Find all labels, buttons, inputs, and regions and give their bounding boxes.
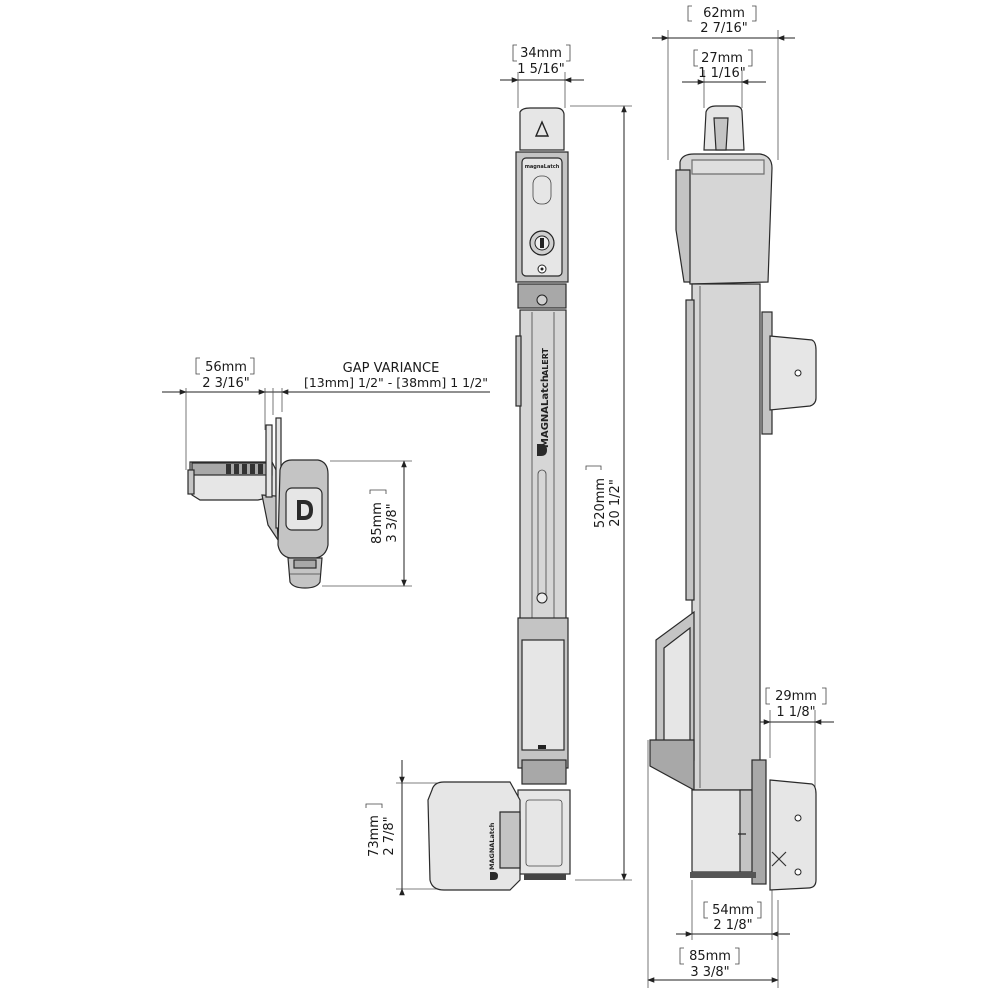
dim-overall-mm: 520mm xyxy=(593,478,608,528)
dim-bar-inch: 1 5/16" xyxy=(517,62,565,77)
dim-bar-mm: 34mm xyxy=(520,46,562,61)
catch-d-logo-icon xyxy=(490,872,498,880)
dim-top-outer-inch: 2 7/16" xyxy=(700,21,748,36)
dim-catch-height: 73mm 2 7/8" xyxy=(365,760,440,896)
dim-side-height: 85mm 3 3/8" xyxy=(322,460,412,587)
dim-gap-variance: GAP VARIANCE [13mm] 1/2" - [38mm] 1 1/2" xyxy=(272,361,490,415)
dim-side-width-inch: 2 3/16" xyxy=(202,376,250,391)
dim-side-width-mm: 56mm xyxy=(205,360,247,375)
side-view-latch xyxy=(187,417,329,589)
bar-d-logo-icon xyxy=(537,444,547,456)
front-view-bar: magnaLatch MAGNALatch ALERT xyxy=(427,107,571,891)
side-view-right xyxy=(649,105,817,891)
dim-top-inner-mm: 27mm xyxy=(701,51,743,66)
dim-side-height-mm: 85mm xyxy=(370,502,385,544)
dim-bottom-inch: 3 3/8" xyxy=(690,965,729,980)
dim-bracket-offset: 29mm 1 1/8" xyxy=(752,687,834,790)
dim-top-outer-mm: 62mm xyxy=(703,6,745,21)
key-lock-icon xyxy=(529,230,555,256)
dim-bottom-width: 85mm 3 3/8" xyxy=(647,740,779,988)
dim-catch-mm: 73mm xyxy=(367,815,382,857)
gap-variance-title: GAP VARIANCE xyxy=(343,361,440,376)
top-cap-brand: magnaLatch xyxy=(525,164,560,170)
dim-side-width: 56mm 2 3/16" xyxy=(162,357,282,470)
rail-teeth xyxy=(226,464,263,474)
up-arrow-icon xyxy=(534,120,550,137)
dim-top-outer-width: 62mm 2 7/16" xyxy=(652,5,795,160)
bar-brand-product: MAGNALatch xyxy=(540,375,551,448)
dim-bottom-mm: 85mm xyxy=(689,949,731,964)
dim-catch-inch: 2 7/8" xyxy=(382,816,397,855)
dim-bracket-inch: 1 1/8" xyxy=(776,705,815,720)
dim-base-inch: 2 1/8" xyxy=(713,918,752,933)
dim-base-mm: 54mm xyxy=(712,903,754,918)
d-logo-icon xyxy=(297,500,313,520)
dim-bar-width: 34mm 1 5/16" xyxy=(500,44,584,108)
dim-top-inner-inch: 1 1/16" xyxy=(698,66,746,81)
dim-top-inner-width: 27mm 1 1/16" xyxy=(682,49,766,108)
dim-bracket-mm: 29mm xyxy=(775,689,817,704)
bar-brand-variant: ALERT xyxy=(541,347,550,376)
dim-overall-inch: 20 1/2" xyxy=(608,479,623,527)
dim-side-height-inch: 3 3/8" xyxy=(385,503,400,542)
catch-brand: MAGNALatch xyxy=(488,822,496,870)
dim-overall-length: 520mm 20 1/2" xyxy=(570,105,632,881)
gap-variance-range: [13mm] 1/2" - [38mm] 1 1/2" xyxy=(304,375,488,390)
